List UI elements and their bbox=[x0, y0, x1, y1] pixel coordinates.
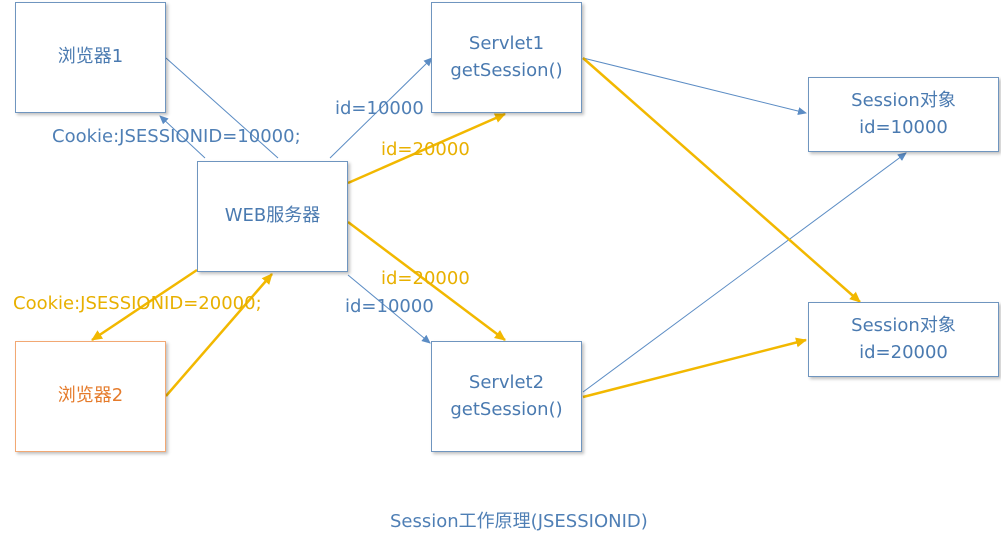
edge-server-to-browser2 bbox=[91, 268, 198, 342]
edge-server-to-servlet2-gold bbox=[347, 221, 506, 341]
cookie2-label: Cookie:JSESSIONID=20000; bbox=[13, 293, 262, 314]
browser1-node: 浏览器1 bbox=[15, 2, 166, 113]
edge-browser1-to-server bbox=[165, 57, 279, 159]
servlet1-id-blue-label: id=10000 bbox=[335, 98, 424, 119]
servlet2-id-blue-label: id=10000 bbox=[345, 296, 434, 317]
web-server-node: WEB服务器 bbox=[197, 161, 348, 272]
edge-server-to-servlet1 bbox=[329, 57, 433, 159]
session1-title: Session对象 bbox=[851, 90, 956, 112]
edge-servlet1-to-session2 bbox=[582, 57, 861, 303]
servlet2-node: Servlet2 getSession() bbox=[431, 341, 582, 452]
session1-node: Session对象 id=10000 bbox=[808, 77, 999, 152]
edge-servlet2-to-session2 bbox=[582, 337, 807, 399]
browser2-label: 浏览器2 bbox=[57, 385, 124, 407]
servlet2-id-gold-label: id=20000 bbox=[381, 268, 470, 289]
session2-id: id=20000 bbox=[859, 341, 948, 363]
browser2-node: 浏览器2 bbox=[15, 341, 166, 452]
edge-servlet2-to-session1 bbox=[582, 152, 907, 393]
edge-browser2-to-server bbox=[165, 273, 273, 397]
servlet1-node: Servlet1 getSession() bbox=[431, 2, 582, 113]
cookie1-label: Cookie:JSESSIONID=10000; bbox=[52, 126, 301, 147]
session2-title: Session对象 bbox=[851, 315, 956, 337]
session1-id: id=10000 bbox=[859, 116, 948, 138]
session2-node: Session对象 id=20000 bbox=[808, 302, 999, 377]
edge-server-to-browser1 bbox=[159, 115, 206, 159]
edge-server-to-servlet1-gold bbox=[347, 112, 506, 185]
servlet2-name: Servlet2 bbox=[468, 372, 545, 394]
diagram-caption: Session工作原理(JSESSIONID) bbox=[390, 511, 648, 532]
web-server-label: WEB服务器 bbox=[224, 205, 321, 227]
edge-servlet1-to-session1 bbox=[582, 57, 807, 115]
servlet1-method: getSession() bbox=[450, 59, 563, 81]
servlet1-id-gold-label: id=20000 bbox=[381, 139, 470, 160]
servlet1-name: Servlet1 bbox=[468, 33, 545, 55]
servlet2-method: getSession() bbox=[450, 398, 563, 420]
browser1-label: 浏览器1 bbox=[57, 46, 124, 68]
edge-server-to-servlet2 bbox=[347, 274, 431, 344]
